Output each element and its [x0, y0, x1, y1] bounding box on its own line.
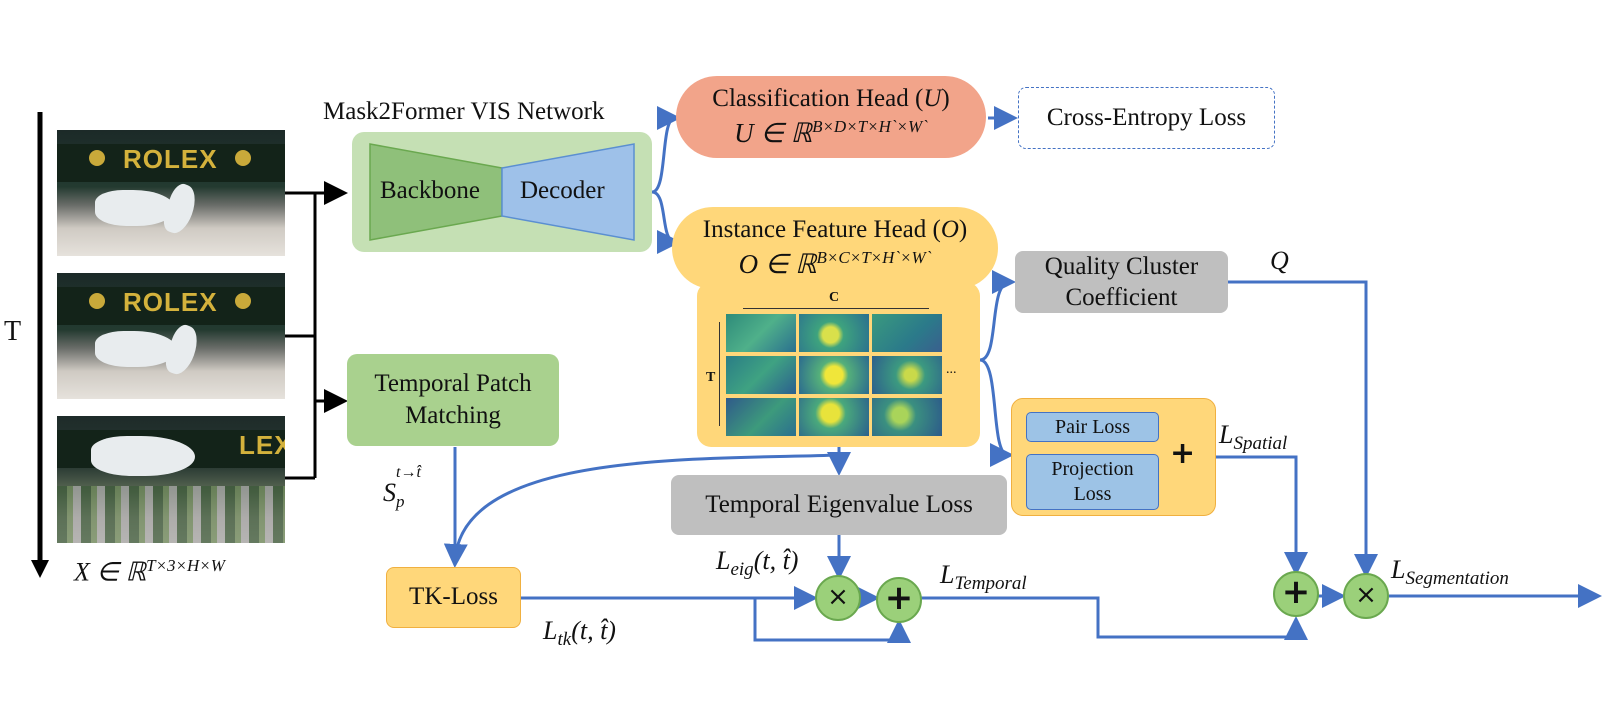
feature-map-cell	[726, 314, 796, 352]
pair-loss-box: Pair Loss	[1026, 412, 1159, 442]
plus-operator-temporal	[876, 577, 922, 623]
frame-banner-text: ROLEX	[123, 287, 218, 317]
encoder-decoder-shapes	[369, 143, 635, 241]
feature-map-grid	[726, 314, 942, 438]
video-frame-2: ROLEX	[57, 273, 285, 399]
feature-map-cell	[872, 356, 942, 394]
segmentation-output-label: LSegmentation	[1391, 555, 1509, 590]
spatial-output-label: LSpatial	[1219, 420, 1288, 455]
time-axis-arrowhead	[31, 560, 49, 578]
quality-cluster-box: Quality Cluster Coefficient	[1015, 251, 1228, 313]
crown-logo-icon	[235, 293, 251, 309]
crown-logo-icon	[89, 293, 105, 309]
plus-symbol-temporal: +	[884, 578, 914, 618]
plus-symbol-final: +	[1281, 572, 1311, 612]
input-tensor-label: X ∈ ℝT×3×H×W	[74, 556, 225, 587]
feature-map-cell	[726, 398, 796, 436]
feature-map-cell	[799, 314, 869, 352]
projection-loss-line1: Projection	[1051, 458, 1134, 480]
spatial-plus-symbol: +	[1170, 436, 1196, 471]
horse-icon	[91, 436, 195, 476]
frame-banner-text: ROLEX	[123, 144, 218, 174]
times-operator-final	[1343, 573, 1389, 619]
operator-circles	[815, 438, 1389, 623]
video-frame-3: LEX	[57, 416, 285, 543]
temporal-output-label: LTemporal	[940, 560, 1027, 595]
feature-map-cell	[726, 356, 796, 394]
quality-cluster-line1: Quality Cluster	[1044, 252, 1199, 280]
projection-loss-line2: Loss	[1073, 483, 1112, 505]
t-axis-line	[719, 322, 720, 426]
plus-operator-final	[1273, 571, 1319, 617]
temporal-eigenvalue-loss-box: Temporal Eigenvalue Loss	[671, 475, 1007, 535]
temporal-patch-line2: Matching	[405, 402, 501, 429]
times-symbol-final: ×	[1355, 580, 1377, 610]
times-operator-temporal	[815, 575, 861, 621]
instance-feature-head: Instance Feature Head (O) O ∈ ℝB×C×T×H`×…	[672, 207, 998, 289]
temporal-patch-line1: Temporal Patch	[374, 369, 532, 397]
feature-ellipsis: ...	[946, 362, 957, 377]
video-frame-1: ROLEX	[57, 130, 285, 256]
hurdle-flowers	[57, 486, 285, 543]
horse-icon	[95, 190, 175, 226]
classification-head-formula: U ∈ ℝB×D×T×H`×W`	[734, 116, 928, 148]
feature-map-cell	[799, 398, 869, 436]
instance-feature-head-title: Instance Feature Head (O)	[702, 216, 968, 244]
classification-head-title: Classification Head (U)	[712, 85, 950, 113]
quality-cluster-line2: Coefficient	[1065, 284, 1178, 311]
frame-connectors	[285, 181, 348, 480]
eigen-output-label: Leig(t, t̂)	[716, 546, 799, 581]
instance-feature-head-formula: O ∈ ℝB×C×T×H`×W`	[738, 247, 932, 279]
c-axis-line	[743, 308, 929, 309]
tk-output-label: Ltk(t, t̂)	[543, 616, 616, 651]
crown-logo-icon	[235, 150, 251, 166]
decoder-label: Decoder	[520, 177, 605, 204]
classification-head: Classification Head (U) U ∈ ℝB×D×T×H`×W`	[676, 76, 986, 158]
projection-loss-box: Projection Loss	[1026, 454, 1159, 510]
backbone-label: Backbone	[380, 177, 480, 204]
times-symbol-temporal: ×	[827, 582, 849, 612]
cross-entropy-loss-box: Cross-Entropy Loss	[1018, 87, 1275, 149]
temporal-patch-matching-box: Temporal Patch Matching	[347, 354, 559, 446]
c-axis-label: C	[829, 290, 840, 305]
horse-icon	[95, 331, 177, 367]
quality-output-label: Q	[1270, 246, 1289, 275]
time-axis-label: T	[4, 316, 22, 347]
crown-logo-icon	[89, 150, 105, 166]
blue-connectors	[443, 106, 1602, 643]
network-title: Mask2Former VIS Network	[323, 98, 605, 125]
feature-map-cell	[872, 314, 942, 352]
t-axis-label: T	[706, 370, 716, 385]
frame-banner-text: LEX	[239, 430, 285, 460]
feature-map-cell	[872, 398, 942, 436]
feature-map-cell	[799, 356, 869, 394]
tk-loss-box: TK-Loss	[386, 567, 521, 628]
